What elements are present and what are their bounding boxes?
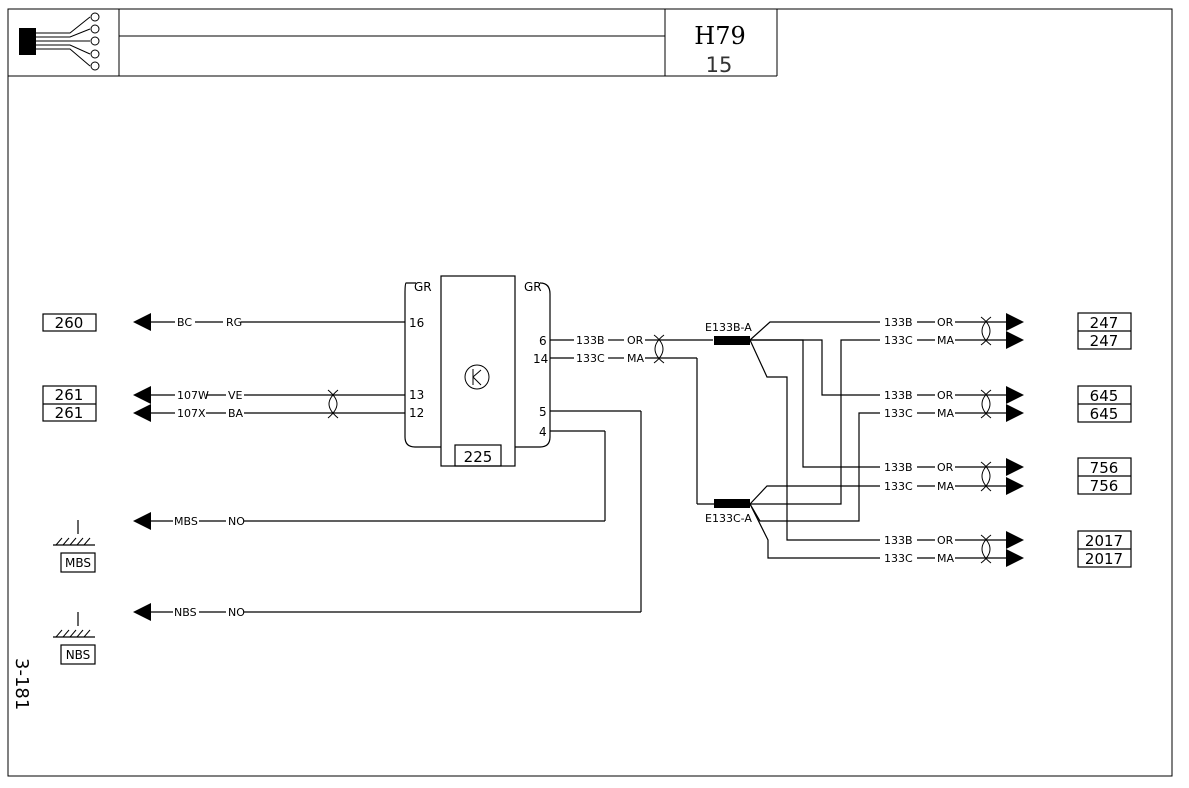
wire-color: MA bbox=[937, 407, 954, 420]
wire-code: 133B bbox=[884, 534, 913, 547]
right-outputs: 133B OR 133C MA 133B OR 133C MA 133B bbox=[884, 313, 1024, 567]
destination-645: 645 645 bbox=[1077, 385, 1132, 423]
component-right-color: GR bbox=[524, 280, 542, 294]
destination-2017: 2017 2017 bbox=[1077, 530, 1132, 568]
wire-code: 133B bbox=[884, 461, 913, 474]
destination-label: 645 bbox=[1090, 405, 1119, 423]
wire-code: 133B bbox=[576, 334, 605, 347]
wiring-harness-icon bbox=[19, 12, 100, 71]
arrow-icon bbox=[1006, 531, 1024, 549]
pin-label: 16 bbox=[409, 316, 424, 330]
destination-247: 247 247 bbox=[1077, 312, 1132, 350]
wire-code: 133C bbox=[576, 352, 605, 365]
wire-color: MA bbox=[937, 334, 954, 347]
wire-color: VE bbox=[228, 389, 243, 402]
destination-260: 260 bbox=[42, 313, 97, 332]
arrow-icon bbox=[133, 313, 151, 331]
twisted-pair-icon bbox=[980, 534, 992, 564]
destination-label: 247 bbox=[1090, 332, 1119, 350]
wire-color: RG bbox=[226, 316, 242, 329]
left-wires: 16 BC RG 13 107W VE 12 107X BA bbox=[133, 313, 424, 422]
destination-261: 261 261 bbox=[42, 385, 97, 422]
arrow-icon bbox=[1006, 313, 1024, 331]
component-225: 225 GR GR bbox=[404, 275, 551, 467]
electronic-module-icon bbox=[464, 364, 490, 390]
wire-code: 107W bbox=[177, 389, 209, 402]
wire-code: 133C bbox=[884, 334, 913, 347]
arrow-icon bbox=[133, 512, 151, 530]
twisted-pair-icon bbox=[980, 389, 992, 419]
wire-color: OR bbox=[937, 389, 954, 402]
destination-label: 645 bbox=[1090, 387, 1119, 405]
ground-mbs: MBS NO 4 MBS bbox=[53, 425, 606, 573]
ground-label: NBS bbox=[66, 648, 91, 662]
destination-label: 247 bbox=[1090, 314, 1119, 332]
pin-label: 13 bbox=[409, 388, 424, 402]
twisted-pair-icon bbox=[653, 334, 665, 364]
destination-label: 261 bbox=[55, 404, 84, 422]
wire-code: BC bbox=[177, 316, 192, 329]
title-sub: 15 bbox=[706, 53, 733, 77]
pin-label: 4 bbox=[539, 425, 547, 439]
destination-label: 2017 bbox=[1085, 532, 1123, 550]
twisted-pair-icon bbox=[327, 389, 339, 419]
arrow-icon bbox=[1006, 331, 1024, 349]
pin-label: 12 bbox=[409, 406, 424, 420]
wire-color: OR bbox=[937, 461, 954, 474]
component-id: 225 bbox=[464, 448, 493, 466]
pin-label: 5 bbox=[539, 405, 547, 419]
splice-label: E133B-A bbox=[705, 321, 752, 334]
component-left-color: GR bbox=[414, 280, 432, 294]
arrow-icon bbox=[1006, 386, 1024, 404]
splice-label: E133C-A bbox=[705, 512, 752, 525]
wire-code: 133C bbox=[884, 552, 913, 565]
destination-label: 261 bbox=[55, 386, 84, 404]
splice-e133b-a: E133B-A bbox=[705, 321, 752, 345]
ground-nbs: NBS NO 5 NBS bbox=[53, 405, 642, 665]
wire-color: OR bbox=[627, 334, 644, 347]
splice-fanout bbox=[749, 321, 880, 559]
arrow-icon bbox=[133, 404, 151, 422]
twisted-pair-icon bbox=[980, 461, 992, 492]
arrow-icon bbox=[133, 603, 151, 621]
destination-756: 756 756 bbox=[1077, 457, 1132, 495]
arrow-icon bbox=[1006, 549, 1024, 567]
wire-color: OR bbox=[937, 534, 954, 547]
wire-code: 133B bbox=[884, 316, 913, 329]
wire-color: MA bbox=[937, 480, 954, 493]
wire-code: MBS bbox=[174, 515, 198, 528]
arrow-icon bbox=[133, 386, 151, 404]
wire-color: NO bbox=[228, 606, 245, 619]
ground-icon bbox=[53, 520, 95, 546]
drawing-frame bbox=[7, 8, 1173, 777]
wire-color: NO bbox=[228, 515, 245, 528]
title-code: H79 bbox=[694, 22, 745, 50]
wire-code: 107X bbox=[177, 407, 206, 420]
wire-color: MA bbox=[627, 352, 644, 365]
wire-color: BA bbox=[228, 407, 244, 420]
right-pins: 6 133B OR 14 133C MA bbox=[533, 334, 714, 505]
wire-color: OR bbox=[937, 316, 954, 329]
wire-color: MA bbox=[937, 552, 954, 565]
destination-label: 756 bbox=[1090, 477, 1119, 495]
pin-label: 6 bbox=[539, 334, 547, 348]
ground-label: MBS bbox=[65, 556, 91, 570]
destination-label: 756 bbox=[1090, 459, 1119, 477]
destination-label: 260 bbox=[55, 314, 84, 332]
ground-icon bbox=[53, 612, 95, 638]
twisted-pair-icon bbox=[980, 316, 992, 346]
arrow-icon bbox=[1006, 477, 1024, 495]
splice-e133c-a: E133C-A bbox=[705, 499, 752, 525]
wire-code: 133C bbox=[884, 407, 913, 420]
destination-label: 2017 bbox=[1085, 550, 1123, 568]
arrow-icon bbox=[1006, 404, 1024, 422]
arrow-icon bbox=[1006, 458, 1024, 476]
wire-code: NBS bbox=[174, 606, 197, 619]
wire-code: 133C bbox=[884, 480, 913, 493]
pin-label: 14 bbox=[533, 352, 548, 366]
wire-code: 133B bbox=[884, 389, 913, 402]
side-label: 3-181 bbox=[11, 658, 32, 710]
